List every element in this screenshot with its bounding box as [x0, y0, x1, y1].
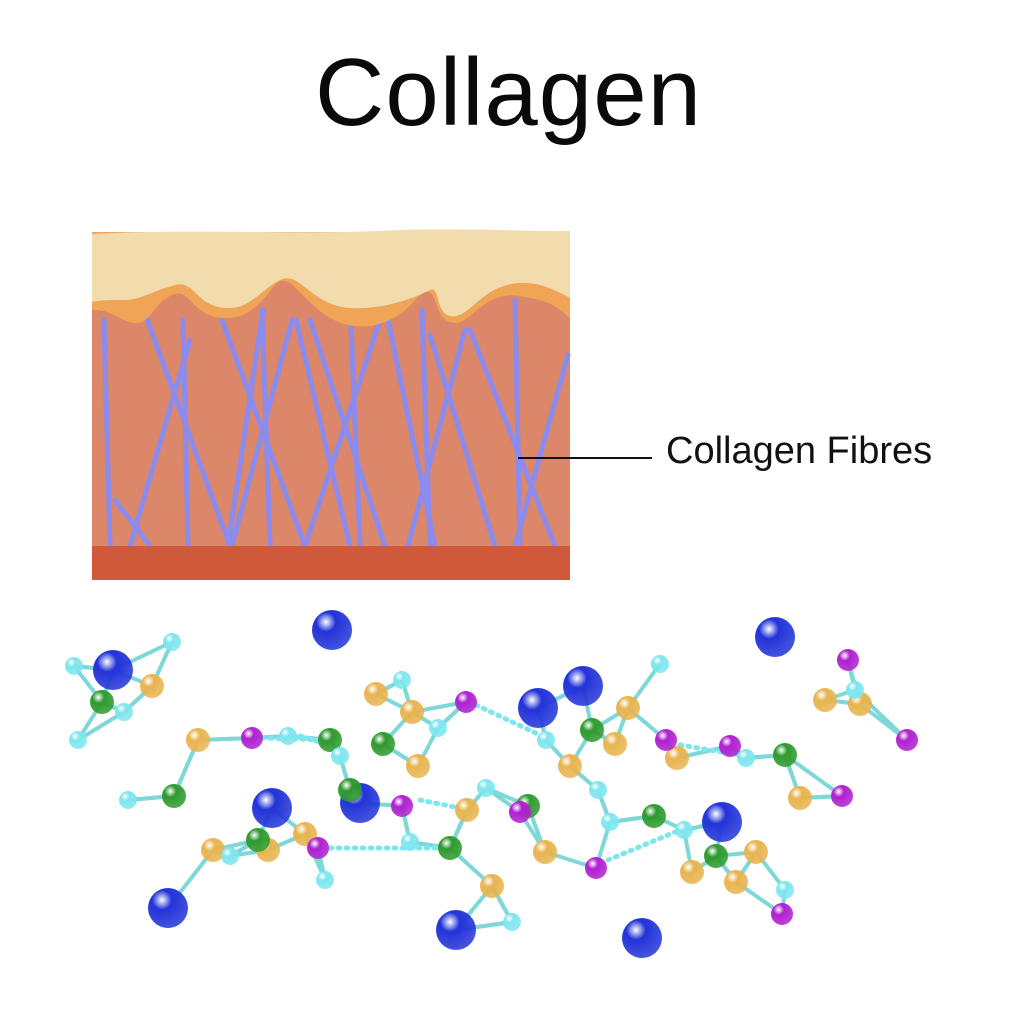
collagen-fibre [302, 317, 383, 549]
cyan-atom [69, 731, 87, 749]
collagen-fibre [419, 307, 433, 549]
cyan-atom [331, 747, 349, 765]
cyan-atom [115, 703, 133, 721]
collagen-fibre [225, 307, 266, 549]
collagen-fibre [467, 327, 558, 549]
green-atom [246, 828, 270, 852]
collagen-fibre [127, 337, 193, 549]
cyan-atom [119, 791, 137, 809]
collagen-fibre [347, 297, 363, 549]
orange-atom [558, 754, 582, 778]
hypodermis-layer [92, 546, 570, 580]
cyan-atom [675, 821, 693, 839]
collagen-fibre [307, 317, 388, 549]
hydrogen-bond [605, 827, 683, 863]
blue-atom [755, 617, 795, 657]
cyan-atom [401, 833, 419, 851]
blue-atom [702, 802, 742, 842]
skin-cross-section [92, 229, 652, 580]
cyan-atom [429, 719, 447, 737]
orange-atom [480, 874, 504, 898]
cyan-atom [65, 657, 83, 675]
green-atom [438, 836, 462, 860]
magenta-atom [455, 691, 477, 713]
cyan-atom [651, 655, 669, 673]
cyan-atom [601, 813, 619, 831]
orange-atom [364, 682, 388, 706]
orange-atom [788, 786, 812, 810]
green-atom [704, 844, 728, 868]
magenta-atom [655, 729, 677, 751]
orange-atom [140, 674, 164, 698]
cyan-atom [737, 749, 755, 767]
orange-atom [400, 700, 424, 724]
orange-atom [744, 840, 768, 864]
blue-atom [252, 788, 292, 828]
orange-atom [724, 870, 748, 894]
magenta-atom [391, 795, 413, 817]
green-atom [580, 718, 604, 742]
diagram-title: Collagen [315, 39, 702, 146]
orange-atom [813, 688, 837, 712]
cyan-atom [279, 727, 297, 745]
collagen-fibre [112, 497, 153, 549]
magenta-atom [896, 729, 918, 751]
collagen-fibre [259, 307, 273, 549]
orange-atom [603, 732, 627, 756]
orange-atom [533, 840, 557, 864]
cyan-atom [477, 779, 495, 797]
orange-atom [201, 838, 225, 862]
cyan-atom [163, 633, 181, 651]
orange-atom [406, 754, 430, 778]
collagen-fibre [427, 332, 498, 549]
orange-atom [616, 696, 640, 720]
orange-atom [665, 746, 689, 770]
collagen-fibre [512, 352, 571, 549]
orange-atom [455, 798, 479, 822]
green-atom [90, 690, 114, 714]
magenta-atom [771, 903, 793, 925]
collagen-fibre [293, 317, 353, 549]
green-atom [162, 784, 186, 808]
green-atom [338, 778, 362, 802]
magenta-atom [241, 727, 263, 749]
green-atom [773, 743, 797, 767]
hydrogen-bond [473, 702, 543, 738]
cyan-atom [846, 681, 864, 699]
blue-atom [518, 688, 558, 728]
orange-atom [186, 728, 210, 752]
magenta-atom [831, 785, 853, 807]
collagen-molecule [65, 610, 918, 958]
green-atom [371, 732, 395, 756]
magenta-atom [585, 857, 607, 879]
collagen-fibres [101, 297, 571, 549]
cyan-atom [393, 671, 411, 689]
cyan-atom [537, 731, 555, 749]
green-atom [642, 804, 666, 828]
cyan-atom [776, 881, 794, 899]
magenta-atom [509, 801, 531, 823]
cyan-atom [221, 847, 239, 865]
cyan-atom [503, 913, 521, 931]
cyan-atom [316, 871, 334, 889]
blue-atom [563, 666, 603, 706]
blue-atom [148, 888, 188, 928]
magenta-atom [307, 837, 329, 859]
collagen-fibre [180, 317, 191, 549]
collagen-fibre [512, 297, 523, 549]
blue-atom [622, 918, 662, 958]
green-atom [318, 728, 342, 752]
cyan-atom [589, 781, 607, 799]
magenta-atom [719, 735, 741, 757]
collagen-fibre [405, 327, 468, 549]
orange-atom [680, 860, 704, 884]
magenta-atom [837, 649, 859, 671]
blue-atom [93, 650, 133, 690]
collagen-fibres-label: Collagen Fibres [666, 430, 933, 472]
blue-atom [436, 910, 476, 950]
blue-atom [312, 610, 352, 650]
collagen-fibre [219, 317, 308, 549]
epidermis-layer [92, 229, 570, 317]
collagen-fibre [101, 317, 113, 549]
